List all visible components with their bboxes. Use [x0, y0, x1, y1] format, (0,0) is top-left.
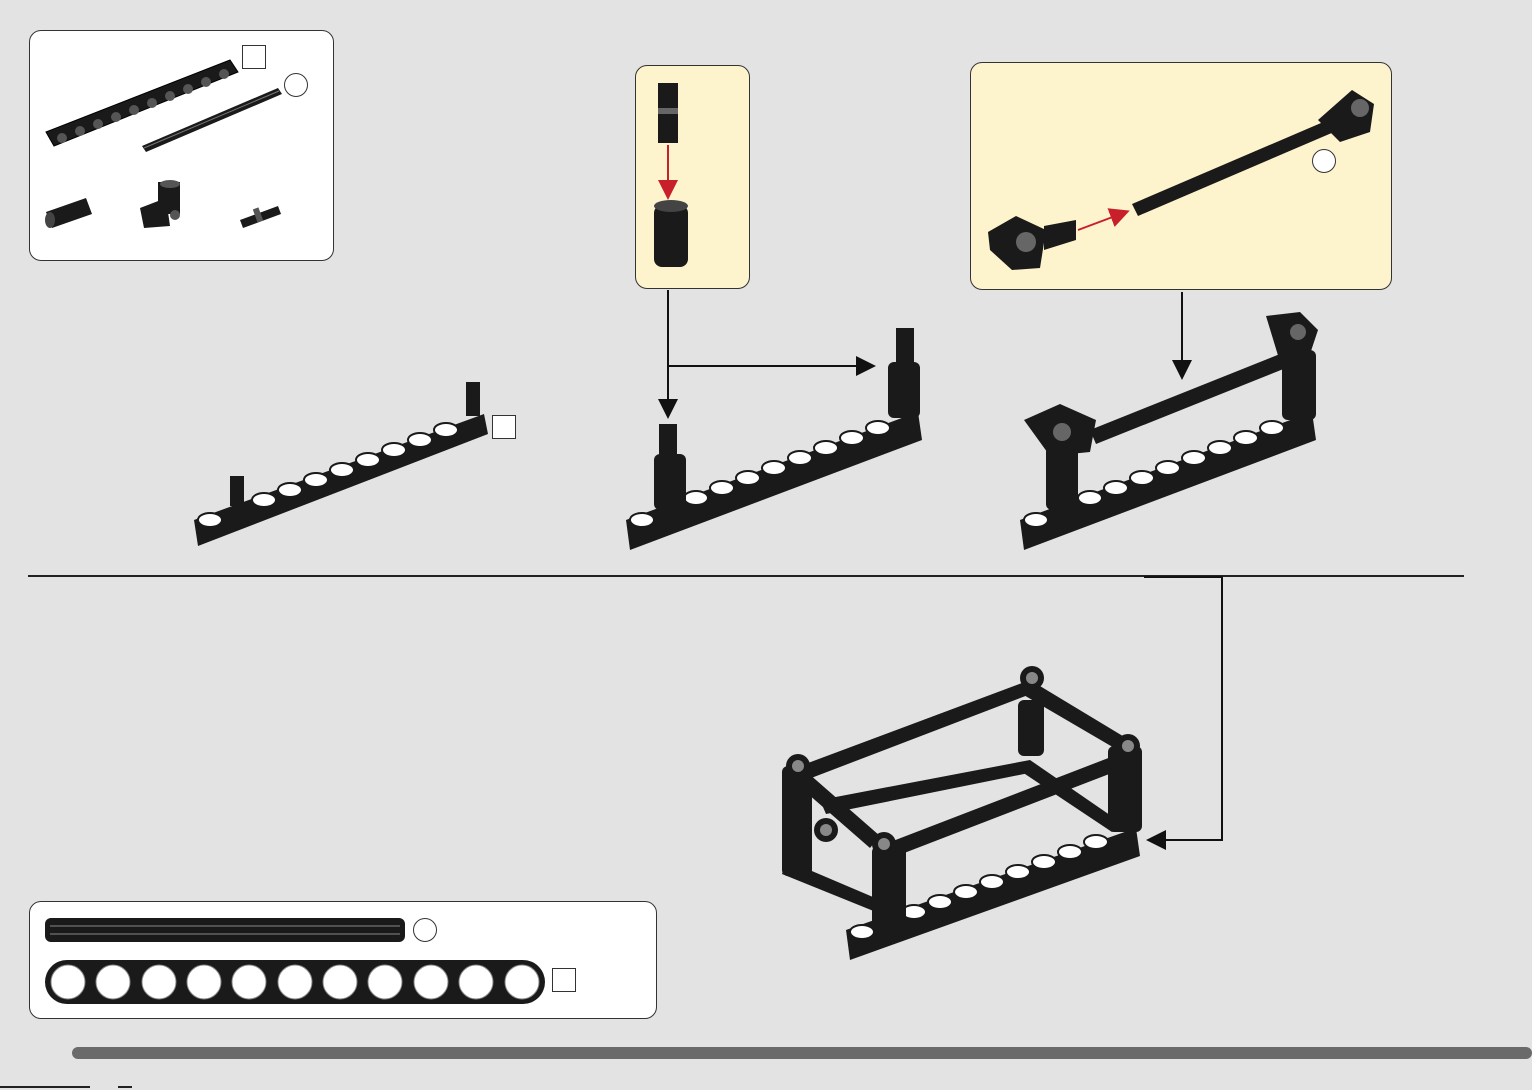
- axle-callout-art: [988, 90, 1374, 270]
- angle-connector-icon: [140, 180, 180, 228]
- beam-with-connectors: [626, 328, 922, 550]
- pin-callout-art: [654, 83, 688, 267]
- beam-with-pins: [194, 382, 488, 546]
- pin-icon: [240, 206, 281, 228]
- frame-assembly-arrow: [1144, 577, 1222, 840]
- box-frame: [782, 666, 1142, 960]
- connector-icon: [45, 198, 92, 228]
- axle-ruler: [45, 918, 405, 942]
- side-frame: [1020, 312, 1318, 550]
- pin-assembly-arrows: [668, 290, 872, 415]
- beam-ruler: [45, 960, 545, 1004]
- beam-11-icon: [46, 60, 238, 146]
